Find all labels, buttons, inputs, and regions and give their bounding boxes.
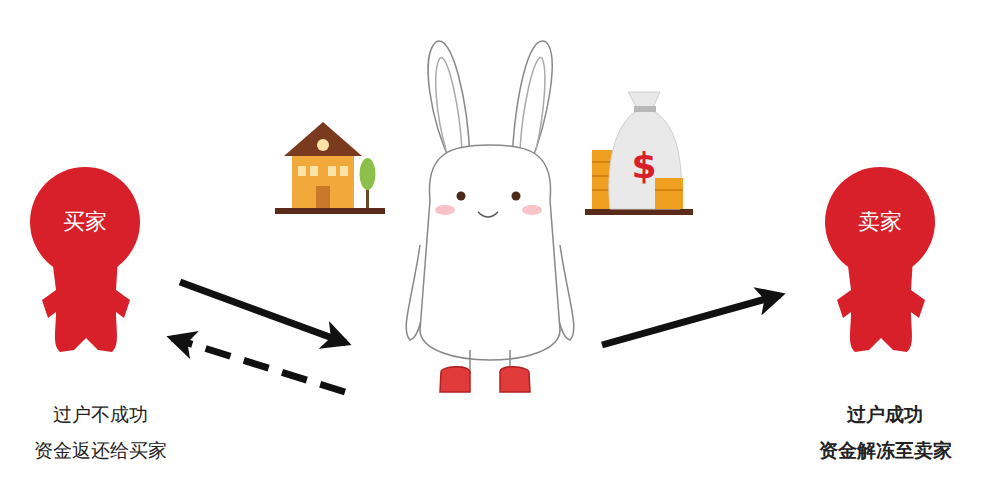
rabbit-mascot bbox=[406, 41, 574, 392]
rabbit-mascot-part bbox=[435, 205, 455, 215]
rabbit-mascot-part bbox=[512, 41, 552, 165]
flow-arrows-part bbox=[602, 295, 780, 345]
house-icon-part bbox=[360, 158, 376, 190]
money-icon-part bbox=[585, 209, 693, 215]
money-icon-part: $ bbox=[631, 145, 656, 186]
house-icon-part bbox=[340, 166, 348, 176]
money-icon-part bbox=[655, 178, 683, 209]
rabbit-mascot-part bbox=[440, 367, 470, 392]
role-label: 买家 bbox=[63, 207, 107, 237]
outcome-note: 过户不成功 资金返还给买家 bbox=[15, 396, 185, 468]
house-icon-part bbox=[328, 166, 336, 176]
house-icon-part bbox=[317, 139, 329, 151]
rabbit-mascot-part bbox=[500, 367, 530, 392]
role-label: 卖家 bbox=[858, 207, 902, 237]
outcome-note: 过户成功 资金解冻至卖家 bbox=[795, 396, 975, 468]
house-icon-part bbox=[292, 152, 354, 208]
flow-arrows bbox=[172, 282, 780, 392]
person-head: 卖家 bbox=[825, 167, 935, 277]
house-icon bbox=[275, 122, 385, 214]
rabbit-mascot-part bbox=[478, 212, 498, 217]
rabbit-mascot-part bbox=[512, 192, 521, 201]
house-icon-part bbox=[310, 166, 318, 176]
flow-arrows-part bbox=[180, 282, 346, 343]
house-icon-part bbox=[298, 166, 306, 176]
money-icon: $ bbox=[585, 92, 693, 215]
house-icon-part bbox=[316, 186, 330, 208]
flow-arrows-part bbox=[172, 338, 345, 392]
rabbit-mascot-part bbox=[436, 58, 462, 150]
rabbit-mascot-part bbox=[420, 145, 560, 360]
house-icon-part bbox=[275, 208, 385, 214]
money-icon-part bbox=[655, 189, 683, 191]
money-icon-part bbox=[634, 106, 656, 112]
house-icon-part bbox=[284, 122, 362, 156]
rabbit-mascot-part bbox=[522, 205, 542, 215]
rabbit-mascot-part bbox=[457, 192, 466, 201]
rabbit-mascot-part bbox=[520, 58, 545, 150]
person-head: 买家 bbox=[30, 167, 140, 277]
